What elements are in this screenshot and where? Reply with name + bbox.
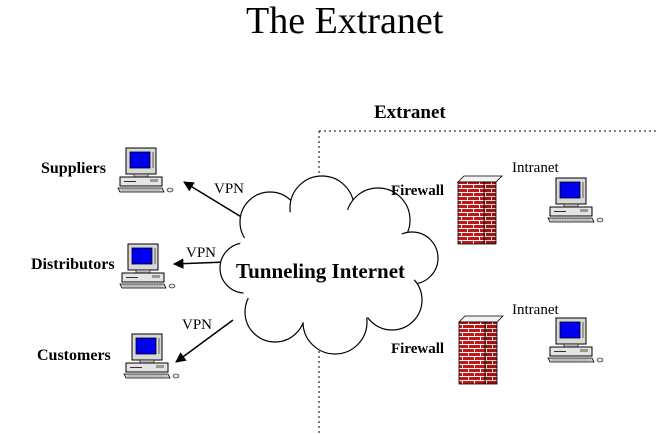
firewall-icon-bottom: [458, 315, 504, 385]
distributors-computer-icon: [119, 243, 176, 289]
firewall-label-bottom: Firewall: [391, 341, 445, 357]
vpn-label-distributors: VPN: [186, 245, 217, 261]
vpn-link-suppliers: [183, 181, 244, 219]
internet-cloud: [219, 175, 439, 355]
vpn-link-customers: [175, 319, 234, 363]
firewall-label-top: Firewall: [391, 183, 445, 199]
client-label-customers: Customers: [37, 347, 111, 364]
intranet-label-bottom: Intranet: [512, 302, 559, 318]
firewall-icon-top: [457, 175, 503, 245]
intranet-computer-icon-bottom: [547, 317, 604, 363]
intranet-label-top: Intranet: [512, 160, 559, 176]
cloud-label: Tunneling Internet: [236, 259, 406, 283]
vpn-label-suppliers: VPN: [214, 181, 245, 197]
intranet-computer-icon-top: [547, 177, 604, 223]
vpn-label-customers: VPN: [182, 317, 213, 333]
extranet-label: Extranet: [374, 102, 446, 123]
suppliers-computer-icon: [117, 147, 174, 193]
customers-computer-icon: [123, 333, 180, 379]
diagram-title: The Extranet: [246, 0, 444, 42]
vpn-link-distributors: [172, 258, 227, 269]
client-label-suppliers: Suppliers: [41, 160, 106, 177]
client-label-distributors: Distributors: [31, 256, 115, 273]
